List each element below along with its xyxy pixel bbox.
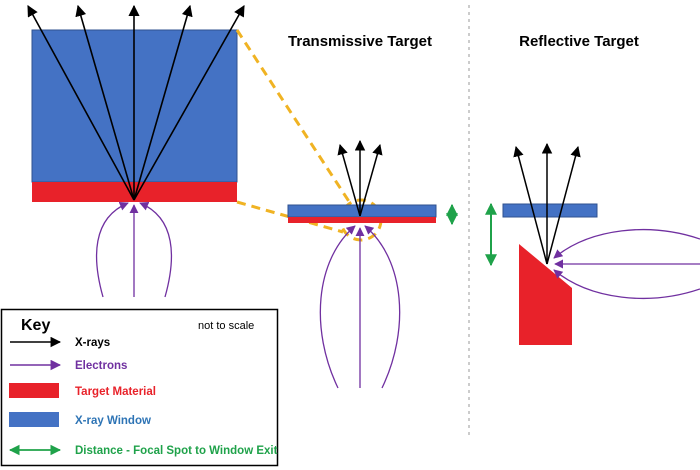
legend-item-xrays: X-rays bbox=[10, 336, 110, 349]
transmissive-target bbox=[287, 139, 458, 389]
transmissive-electron-path bbox=[319, 225, 356, 389]
transmissive-electron-path bbox=[364, 225, 401, 389]
zoom-xray-arrows bbox=[27, 4, 245, 201]
zoom-xray-arrow bbox=[133, 5, 245, 201]
transmissive-xray-arrow bbox=[337, 143, 361, 217]
zoom-line-bottom bbox=[236, 200, 344, 234]
legend-title: Key bbox=[21, 317, 50, 334]
legend-item-distance: Distance - Focal Spot to Window Exit bbox=[8, 444, 278, 457]
legend-label-distance: Distance - Focal Spot to Window Exit bbox=[75, 445, 278, 457]
transmissive-xray-arrow bbox=[359, 143, 383, 217]
zoom-electron-paths bbox=[95, 201, 173, 298]
zoom-xray-arrow bbox=[75, 4, 135, 201]
zoom-electron-path bbox=[139, 201, 173, 298]
legend-scale-note: not to scale bbox=[198, 320, 254, 332]
legend-target-swatch bbox=[9, 383, 59, 398]
reflective-electron-path bbox=[553, 228, 700, 259]
reflective-electron-path bbox=[553, 269, 700, 300]
transmissive-target-material bbox=[288, 217, 436, 223]
zoom-xray-arrow bbox=[27, 5, 135, 201]
legend-item-target-material: Target Material bbox=[9, 383, 156, 398]
legend: Key not to scale X-rays Electrons Target… bbox=[0, 308, 279, 467]
legend-label-electrons: Electrons bbox=[75, 360, 127, 372]
transmissive-electron-paths bbox=[319, 225, 401, 389]
reflective-xray-arrow bbox=[513, 145, 548, 265]
zoom-line-top bbox=[235, 29, 352, 204]
legend-item-electrons: Electrons bbox=[10, 359, 127, 372]
zoom-xray-arrow bbox=[133, 4, 193, 201]
transmissive-title: Transmissive Target bbox=[288, 33, 432, 50]
zoom-electron-path bbox=[95, 201, 129, 298]
transmissive-xray-arrows bbox=[337, 139, 383, 217]
legend-item-xray-window: X-ray Window bbox=[9, 412, 151, 427]
reflective-xray-arrows bbox=[513, 142, 581, 265]
legend-label-xrays: X-rays bbox=[75, 337, 110, 349]
zoomed-detail bbox=[27, 4, 245, 298]
reflective-xray-window bbox=[502, 203, 598, 218]
legend-window-swatch bbox=[9, 412, 59, 427]
reflective-title: Reflective Target bbox=[519, 33, 639, 50]
reflective-target bbox=[485, 142, 700, 345]
legend-label-target: Target Material bbox=[75, 386, 156, 398]
reflective-electron-paths bbox=[553, 228, 700, 300]
legend-label-window: X-ray Window bbox=[75, 415, 151, 427]
reflective-target-material bbox=[519, 244, 572, 345]
reflective-xray-arrow bbox=[546, 145, 581, 265]
